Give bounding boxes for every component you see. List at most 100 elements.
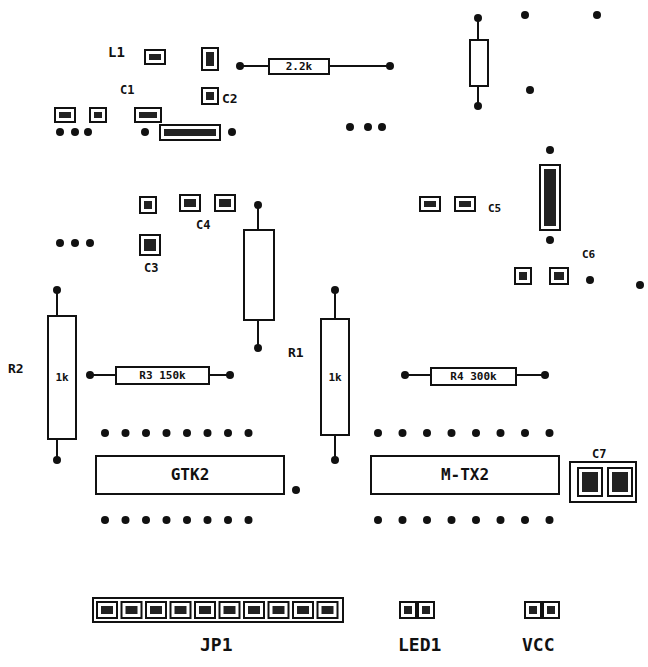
ic-package: GTK2 [95, 455, 285, 495]
solder-pad [202, 48, 218, 70]
pin-hole [236, 62, 244, 70]
reference-designator: VCC [522, 636, 555, 654]
solder-pad [122, 602, 142, 618]
pin-hole [183, 429, 191, 437]
component-value: 1k [55, 372, 68, 383]
pin-hole [228, 128, 236, 136]
pin-hole [245, 429, 253, 437]
pin-hole [521, 429, 529, 437]
solder-pad [293, 602, 313, 618]
pin-hole [142, 516, 150, 524]
reference-designator: C4 [196, 219, 210, 231]
pin-hole [71, 128, 79, 136]
pin-hole [224, 429, 232, 437]
reference-designator: L1 [108, 45, 125, 59]
pin-hole [56, 239, 64, 247]
pin-hole [636, 281, 644, 289]
pin-hole [448, 516, 456, 524]
solder-pad [202, 88, 218, 104]
pin-hole [204, 429, 212, 437]
pin-hole [56, 128, 64, 136]
component-value: GTK2 [171, 467, 210, 483]
solder-pad [525, 602, 541, 618]
pin-hole [346, 123, 354, 131]
pin-hole [101, 429, 109, 437]
reference-designator: C7 [592, 448, 606, 460]
solder-pad [97, 602, 117, 618]
pin-hole [497, 429, 505, 437]
pin-hole [546, 146, 554, 154]
pin-hole [541, 371, 549, 379]
reference-designator: C5 [488, 203, 501, 214]
capacitor-outline [570, 462, 636, 502]
pin-hole [423, 429, 431, 437]
solder-pad [55, 108, 75, 122]
resistor-symbol [470, 40, 488, 86]
resistor-symbol: R3 150k [115, 366, 210, 385]
pin-hole [292, 486, 300, 494]
pin-hole [204, 516, 212, 524]
solder-pad [140, 235, 160, 255]
ic-package: M-TX2 [370, 455, 560, 495]
pin-hole [526, 86, 534, 94]
component-lead [517, 374, 545, 376]
pin-hole [331, 456, 339, 464]
pin-hole [374, 429, 382, 437]
solder-pad [550, 268, 568, 284]
pin-hole [472, 516, 480, 524]
pin-hole [141, 128, 149, 136]
pin-hole [593, 11, 601, 19]
pin-hole [448, 429, 456, 437]
pin-hole [474, 102, 482, 110]
component-value: R3 150k [139, 370, 185, 381]
pin-hole [546, 236, 554, 244]
component-value: R4 300k [450, 371, 496, 382]
pin-hole [254, 201, 262, 209]
pin-hole [423, 516, 431, 524]
pin-hole [546, 429, 554, 437]
pin-hole [254, 344, 262, 352]
solder-pad [540, 165, 560, 230]
pin-hole [84, 128, 92, 136]
reference-designator: C3 [144, 262, 158, 274]
solder-pad [171, 602, 191, 618]
component-value: 2.2k [286, 61, 313, 72]
pin-hole [497, 516, 505, 524]
pin-hole [122, 516, 130, 524]
reference-designator: C6 [582, 249, 595, 260]
header-outline [93, 598, 343, 622]
pin-hole [183, 516, 191, 524]
pin-hole [245, 516, 253, 524]
pin-hole [163, 516, 171, 524]
reference-designator: C2 [222, 92, 238, 105]
solder-pad [146, 602, 166, 618]
solder-pad [90, 108, 106, 122]
pin-hole [226, 371, 234, 379]
resistor-symbol: 1k [47, 315, 77, 440]
solder-pad [578, 468, 602, 496]
solder-pad [215, 195, 235, 211]
pin-hole [399, 429, 407, 437]
pin-hole [521, 11, 529, 19]
pin-hole [101, 516, 109, 524]
solder-pad [180, 195, 200, 211]
resistor-symbol: 1k [320, 318, 350, 436]
resistor-symbol: R4 300k [430, 367, 517, 386]
pin-hole [374, 516, 382, 524]
solder-pad [455, 197, 475, 211]
pin-hole [53, 286, 61, 294]
pin-hole [224, 516, 232, 524]
resistor-symbol: 2.2k [268, 58, 330, 75]
pin-hole [474, 14, 482, 22]
solder-pad [400, 602, 416, 618]
pin-hole [53, 456, 61, 464]
reference-designator: JP1 [200, 636, 233, 654]
component-lead [330, 65, 390, 67]
resistor-symbol [244, 230, 274, 320]
reference-designator: R1 [288, 346, 304, 359]
component-lead [334, 290, 336, 318]
pin-hole [331, 286, 339, 294]
solder-pad [318, 602, 338, 618]
component-lead [257, 320, 259, 348]
pin-hole [86, 239, 94, 247]
